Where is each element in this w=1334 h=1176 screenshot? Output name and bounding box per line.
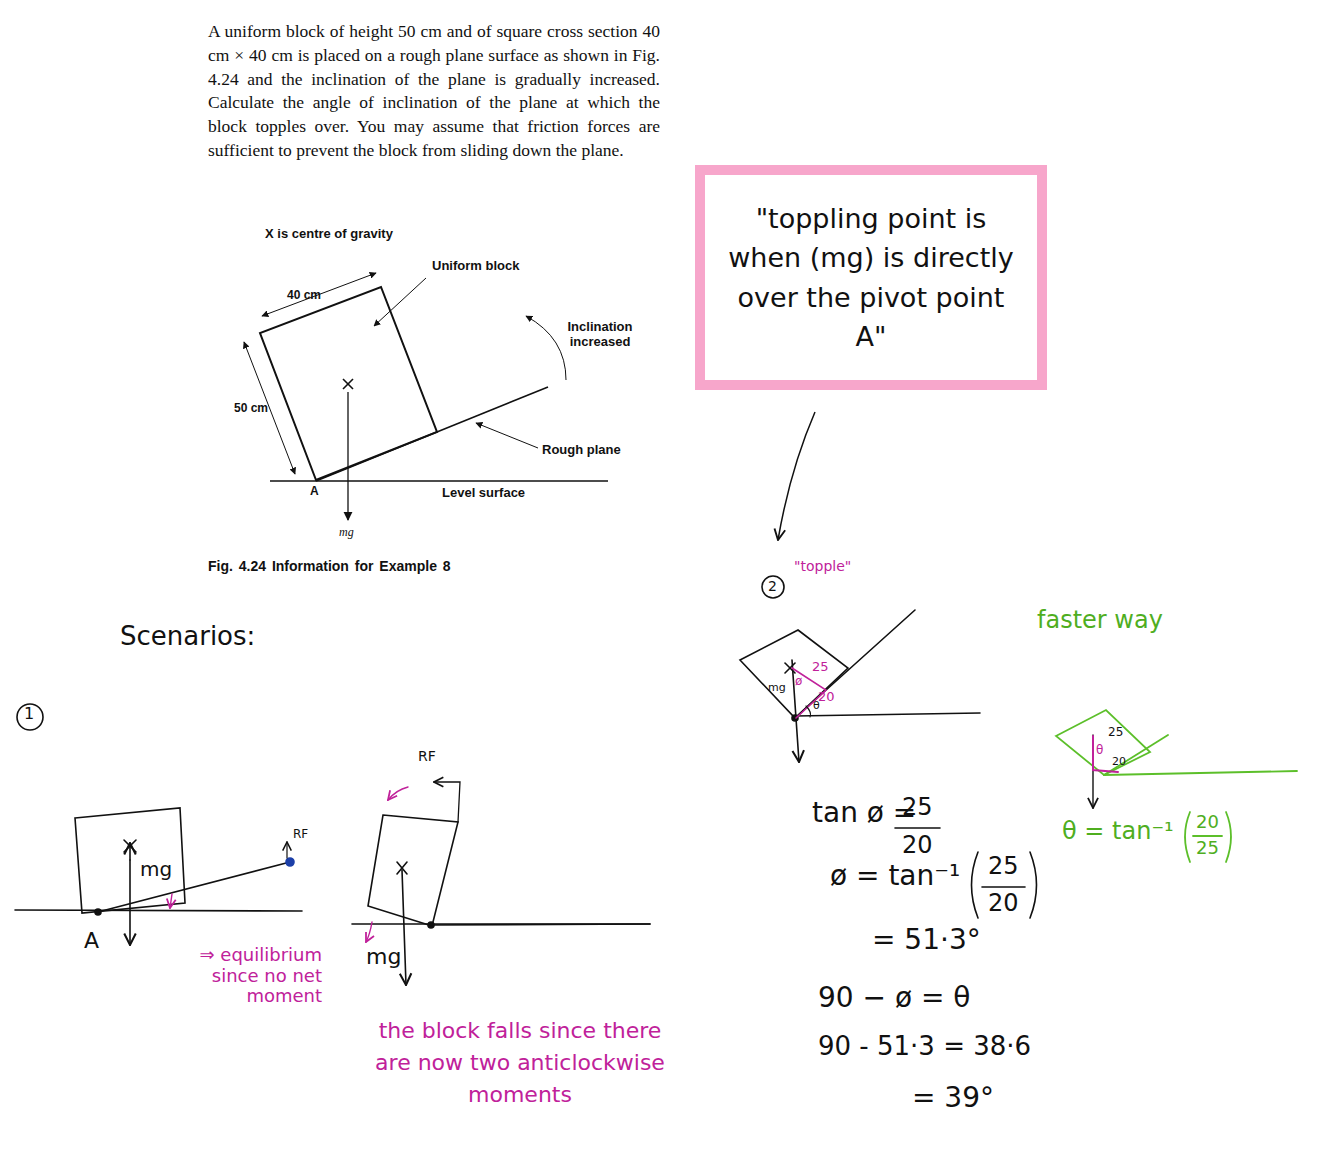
leader-arrow bbox=[476, 423, 538, 448]
end-dot bbox=[286, 858, 294, 866]
dimension-label: 40 cm bbox=[287, 289, 321, 303]
figure-label: Level surface bbox=[442, 486, 525, 501]
block-sketch bbox=[368, 815, 458, 926]
rotation-arrow bbox=[526, 316, 566, 380]
parenthesis bbox=[972, 852, 979, 918]
scenario-number: 2 bbox=[768, 578, 777, 594]
fraction-number: 20 bbox=[988, 890, 1019, 918]
ground-line bbox=[795, 713, 980, 716]
plane-line bbox=[98, 862, 290, 912]
point-label: A bbox=[84, 928, 99, 953]
leader-arrow bbox=[374, 278, 426, 326]
force-label: mg bbox=[366, 944, 401, 969]
figure-caption: Fig. 4.24 Information for Example 8 bbox=[208, 558, 451, 574]
parenthesis bbox=[1185, 812, 1190, 862]
moment-arrow bbox=[388, 787, 408, 800]
figure-label: X is centre of gravity bbox=[265, 227, 393, 242]
handwritten-heading: faster way bbox=[1037, 607, 1163, 635]
figure-label: Uniform block bbox=[432, 259, 519, 274]
ground-line bbox=[352, 923, 650, 925]
parenthesis bbox=[1030, 852, 1037, 918]
weight-arrow bbox=[347, 392, 348, 520]
handwritten-note: ⇒ equilibrium since no net moment bbox=[172, 945, 322, 1007]
faster-way-sketch bbox=[1056, 710, 1297, 862]
side-length: 25 bbox=[812, 660, 829, 675]
point-label: A bbox=[310, 485, 319, 499]
force-label: RF bbox=[418, 748, 436, 764]
reaction-arrow bbox=[434, 782, 460, 822]
fraction-number: 25 bbox=[902, 794, 933, 822]
weight-arrow bbox=[129, 860, 131, 945]
equation: = 39° bbox=[912, 1082, 994, 1114]
force-label: RF bbox=[293, 828, 308, 842]
ground-line bbox=[15, 910, 302, 911]
fraction-bar bbox=[1193, 835, 1222, 837]
plane-line bbox=[1104, 735, 1168, 775]
equation: 90 − ø = θ bbox=[818, 982, 970, 1014]
fraction-number: 20 bbox=[902, 832, 933, 860]
force-label: mg bbox=[140, 858, 172, 881]
problem-text: A uniform block of height 50 cm and of s… bbox=[208, 20, 660, 163]
note-text: "toppling point is when (mg) is directly… bbox=[725, 199, 1017, 356]
force-label: mg bbox=[768, 682, 786, 695]
dimension-arrow bbox=[262, 273, 376, 316]
angle-label: θ bbox=[1096, 744, 1103, 758]
equation: θ = tan⁻¹ bbox=[1062, 818, 1174, 846]
number-circle bbox=[762, 576, 784, 598]
moment-arrow bbox=[366, 922, 372, 942]
textbook-figure bbox=[244, 273, 608, 520]
equation: ø = tan⁻¹ bbox=[830, 860, 960, 892]
number-circle bbox=[17, 704, 43, 730]
centre-of-gravity-cross bbox=[343, 379, 353, 389]
angle-label: θ bbox=[813, 700, 820, 713]
force-label: mg bbox=[339, 526, 354, 540]
side-length: 25 bbox=[1108, 726, 1123, 740]
equation: 90 - 51·3 = 38·6 bbox=[818, 1032, 1031, 1062]
fraction-number: 25 bbox=[988, 853, 1019, 881]
figure-label: Inclination increased bbox=[560, 320, 640, 350]
block-sketch bbox=[1056, 710, 1150, 775]
ground-line bbox=[1104, 771, 1297, 775]
reaction-arrow bbox=[286, 842, 287, 858]
weight-arrow bbox=[402, 870, 406, 985]
equation: = 51·3° bbox=[872, 924, 981, 956]
figure-label: Rough plane bbox=[542, 443, 621, 458]
note-box: "toppling point is when (mg) is directly… bbox=[695, 165, 1047, 390]
fraction-number: 20 bbox=[1196, 812, 1219, 833]
fraction-bar bbox=[982, 886, 1025, 888]
pointer-arrow bbox=[778, 412, 815, 540]
fraction-number: 25 bbox=[1196, 838, 1219, 859]
moment-arrow bbox=[170, 894, 172, 908]
handwritten-note: "topple" bbox=[794, 558, 851, 574]
scenario-one-sketch bbox=[15, 704, 650, 985]
scenario-number: 1 bbox=[24, 705, 34, 723]
scenario-two-sketch bbox=[740, 576, 980, 762]
equation: tan ø = bbox=[812, 797, 916, 829]
dimension-label: 50 cm bbox=[234, 402, 268, 416]
handwritten-heading: Scenarios: bbox=[120, 622, 255, 652]
side-length: 20 bbox=[1112, 756, 1126, 769]
handwritten-note: the block falls since there are now two … bbox=[375, 1015, 665, 1111]
force-arrow bbox=[129, 843, 131, 860]
angle-label: ø bbox=[795, 675, 802, 689]
side-length: 20 bbox=[818, 690, 835, 705]
level-surface-line bbox=[270, 480, 608, 482]
block-sketch bbox=[740, 630, 848, 718]
plane-line bbox=[795, 610, 915, 718]
parenthesis bbox=[1226, 812, 1231, 862]
